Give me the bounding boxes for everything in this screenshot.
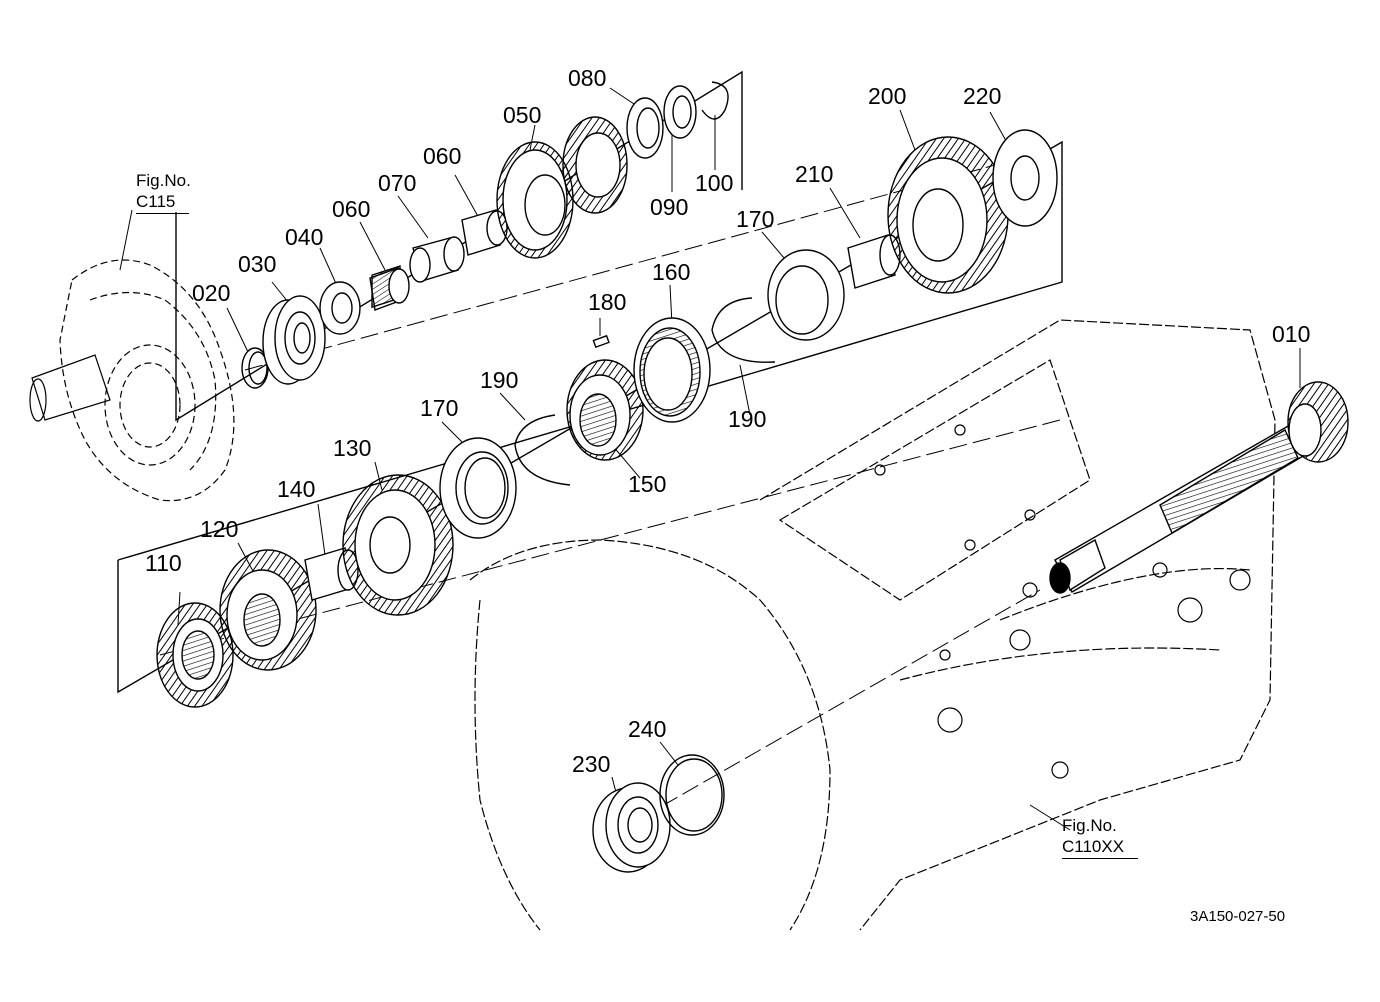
- part-240-o-ring: [660, 755, 724, 835]
- label-030: 030: [238, 251, 277, 277]
- label-200: 200: [868, 83, 907, 109]
- fig-ref-c110xx[interactable]: Fig.No. C110XX: [1062, 815, 1139, 859]
- axis-line: [245, 150, 1050, 370]
- part-130-gear: [343, 475, 453, 615]
- part-220-thrust-washer: [993, 130, 1057, 226]
- label-110: 110: [145, 550, 182, 576]
- label-080: 080: [568, 65, 607, 91]
- label-240: 240: [628, 716, 667, 742]
- part-080-bearing: [627, 98, 663, 158]
- part-110-gear: [157, 603, 233, 707]
- part-170-cone-a: [440, 438, 516, 538]
- part-160-sleeve: [634, 318, 710, 422]
- label-070: 070: [378, 170, 417, 196]
- part-120-gear: [220, 550, 316, 670]
- housing-c115: [60, 260, 234, 501]
- fig-ref-c115-code: C115: [136, 191, 190, 214]
- part-090-washer: [664, 86, 696, 138]
- label-230: 230: [572, 751, 611, 777]
- label-220: 220: [963, 83, 1002, 109]
- label-120: 120: [200, 516, 239, 542]
- frame-lower: [118, 142, 1062, 692]
- part-030-bearing: [263, 296, 325, 384]
- part-230-bearing: [593, 783, 670, 872]
- part-190-snap-ring-b: [712, 298, 775, 362]
- label-060b: 060: [423, 143, 462, 169]
- part-170-cone-b: [768, 250, 844, 340]
- label-050: 050: [503, 102, 542, 128]
- drawing-number: 3A150-027-50: [1190, 908, 1286, 925]
- label-140: 140: [277, 476, 316, 502]
- fig-ref-c115[interactable]: Fig.No. C115: [136, 170, 191, 214]
- part-040-washer: [320, 282, 360, 334]
- housing-c110xx: [470, 320, 1275, 930]
- label-130: 130: [333, 435, 372, 461]
- label-190a: 190: [480, 367, 519, 393]
- part-190-snap-ring-a: [515, 415, 570, 485]
- label-010: 010: [1272, 321, 1311, 347]
- part-200-gear: [888, 137, 1008, 293]
- leader-lines: [178, 88, 1300, 830]
- label-170b: 170: [736, 206, 775, 232]
- label-020: 020: [192, 280, 231, 306]
- label-100: 100: [695, 170, 734, 196]
- part-150-hub: [567, 360, 643, 460]
- part-050-gear: [497, 117, 627, 258]
- label-210: 210: [795, 161, 834, 187]
- label-190b: 190: [728, 406, 767, 432]
- fig-ref-c110xx-code: C110XX: [1062, 836, 1139, 859]
- part-180-key: [593, 336, 609, 347]
- housing-c115-shaft: [30, 210, 132, 421]
- part-010-shaft: [1050, 382, 1348, 593]
- part-060-needle-bearing-a: [370, 266, 409, 310]
- label-180: 180: [588, 289, 627, 315]
- label-090: 090: [650, 194, 689, 220]
- label-060a: 060: [332, 196, 371, 222]
- label-170a: 170: [420, 395, 459, 421]
- label-160: 160: [652, 259, 691, 285]
- part-070-collar: [410, 237, 464, 282]
- label-040: 040: [285, 224, 324, 250]
- part-060-needle-bearing-b: [462, 210, 507, 255]
- axis-line-bottom: [620, 590, 1040, 830]
- label-150: 150: [628, 471, 667, 497]
- part-100-snap-ring: [702, 82, 728, 119]
- housing-c110xx-bolts: [875, 425, 1250, 778]
- fig-ref-c115-prefix: Fig.No.: [136, 171, 191, 190]
- fig-ref-c110xx-prefix: Fig.No.: [1062, 816, 1117, 835]
